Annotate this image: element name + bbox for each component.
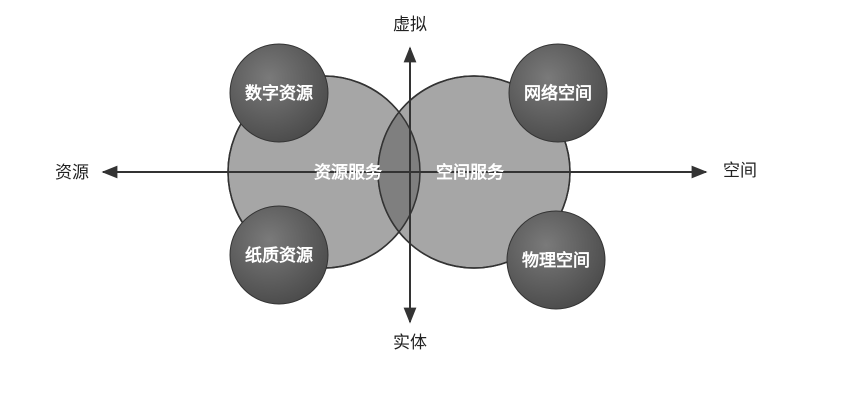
label-space-service: 空间服务	[436, 162, 505, 183]
label-paper-resources: 纸质资源	[245, 245, 313, 266]
label-network-space: 网络空间	[524, 83, 592, 104]
label-digital-resources: 数字资源	[245, 83, 313, 104]
network-space-circle	[508, 43, 608, 143]
axis-label-left: 资源	[55, 163, 89, 183]
axis-label-top: 虚拟	[393, 15, 427, 35]
paper-resources-circle	[229, 205, 329, 305]
axis-label-bottom: 实体	[393, 333, 427, 353]
digital-resources-circle	[229, 43, 329, 143]
label-resource-service: 资源服务	[314, 162, 383, 183]
axis-label-right: 空间	[723, 161, 757, 181]
physical-space-circle	[506, 210, 606, 310]
label-physical-space: 物理空间	[522, 250, 590, 271]
